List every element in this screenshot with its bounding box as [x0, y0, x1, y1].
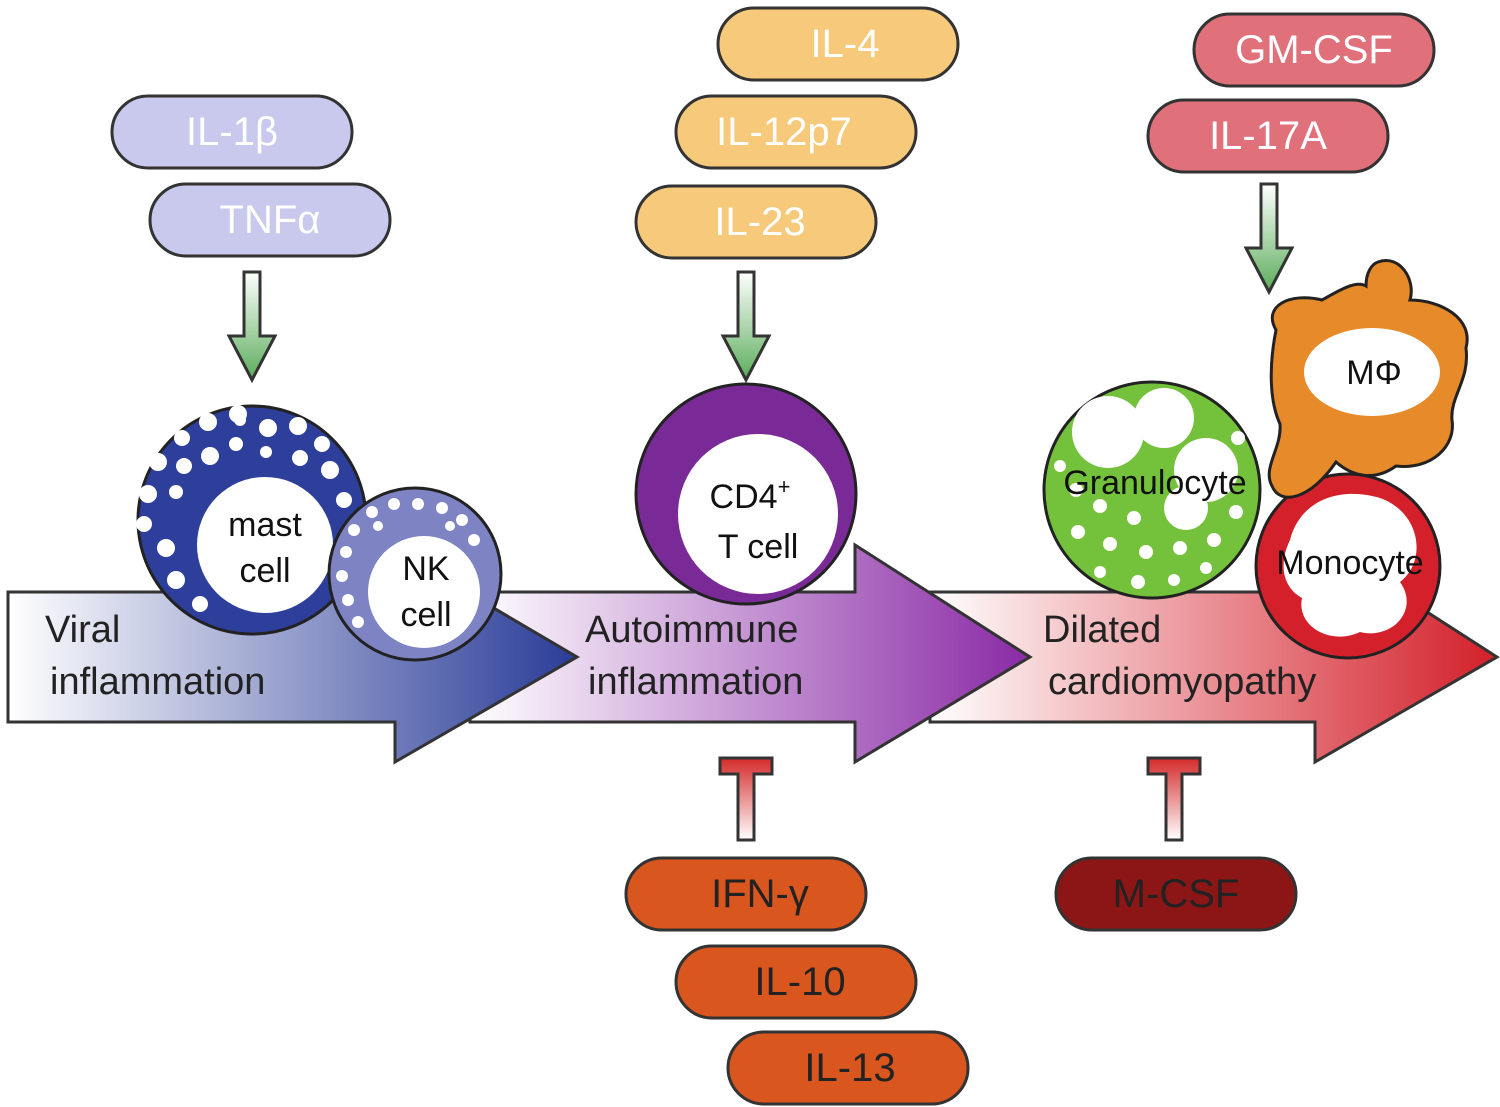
svg-text:IL-23: IL-23: [714, 200, 805, 244]
cd4-label: CD4: [710, 478, 778, 516]
svg-text:IL-12p7: IL-12p7: [716, 110, 852, 154]
svg-text:IL-10: IL-10: [754, 960, 845, 1004]
monocyte: Monocyte: [1254, 472, 1442, 660]
cd4-t-cell: CD4+ T cell: [634, 382, 858, 606]
stimulatory-arrow-viral: [226, 270, 278, 384]
cytokine-pill-il17a: IL-17A: [1146, 98, 1390, 174]
svg-text:M-CSF: M-CSF: [1113, 872, 1240, 916]
nk-cell-granules: [336, 498, 480, 628]
cytokine-pill-il12p7: IL-12p7: [674, 94, 918, 170]
svg-text:IL-4: IL-4: [811, 22, 880, 66]
monocyte-label: Monocyte: [1276, 544, 1423, 582]
macrophage-label: MΦ: [1346, 354, 1401, 392]
stage-label-autoimmune-line2: inflammation: [588, 661, 803, 703]
svg-text:cell: cell: [400, 596, 451, 634]
stage-label-viral-line2: inflammation: [50, 661, 265, 703]
t-cell-label: T cell: [718, 528, 799, 566]
stage-label-dcm-line2: cardiomyopathy: [1048, 661, 1316, 703]
svg-text:NK: NK: [402, 550, 450, 588]
cytokine-pill-gmcsf: GM-CSF: [1192, 12, 1436, 88]
stage-label-viral-line1: Viral: [45, 609, 120, 651]
inhibitory-bar-dcm: [1146, 756, 1202, 842]
nk-cell: NK cell: [327, 486, 503, 662]
svg-text:IL-1β: IL-1β: [186, 110, 278, 154]
svg-text:CD4+: CD4+: [710, 474, 791, 516]
mast-cell-granules: [136, 405, 352, 612]
svg-text:IFN-γ: IFN-γ: [711, 872, 809, 916]
svg-text:cell: cell: [239, 552, 290, 590]
cytokine-pill-il4: IL-4: [716, 6, 960, 82]
granulocyte-nucleus: [1072, 388, 1238, 530]
stage-label-autoimmune-line1: Autoimmune: [585, 609, 798, 651]
stage-arrow-autoimmune: [468, 542, 1033, 765]
cytokine-pill-il23: IL-23: [634, 184, 878, 260]
cd4-superscript: +: [778, 474, 791, 499]
svg-text:TNFα: TNFα: [220, 198, 321, 242]
granulocyte-label: Granulocyte: [1063, 464, 1246, 502]
svg-text:GM-CSF: GM-CSF: [1235, 28, 1393, 72]
svg-text:IL-17A: IL-17A: [1209, 114, 1327, 158]
svg-text:mast: mast: [228, 506, 302, 544]
stimulatory-arrow-autoimmune: [720, 270, 772, 384]
cytokine-pill-tnfa: TNFα: [148, 182, 392, 258]
cytokine-pill-mcsf: M-CSF: [1054, 856, 1298, 932]
cytokine-pill-il1b: IL-1β: [110, 94, 354, 170]
cytokine-pill-ifng: IFN-γ: [624, 856, 868, 932]
inhibitory-bar-autoimmune: [718, 756, 774, 842]
macrophage: MΦ: [1267, 259, 1469, 499]
stimulatory-arrow-dcm: [1243, 182, 1295, 296]
granulocyte: Granulocyte: [1042, 380, 1262, 600]
granulocyte-granules: [1054, 431, 1245, 589]
cytokine-pill-il13: IL-13: [726, 1030, 970, 1106]
svg-text:IL-13: IL-13: [804, 1046, 895, 1090]
cytokine-pill-il10: IL-10: [674, 944, 918, 1020]
stage-label-dcm-line1: Dilated: [1043, 609, 1161, 651]
mast-cell: mast cell: [136, 404, 368, 636]
